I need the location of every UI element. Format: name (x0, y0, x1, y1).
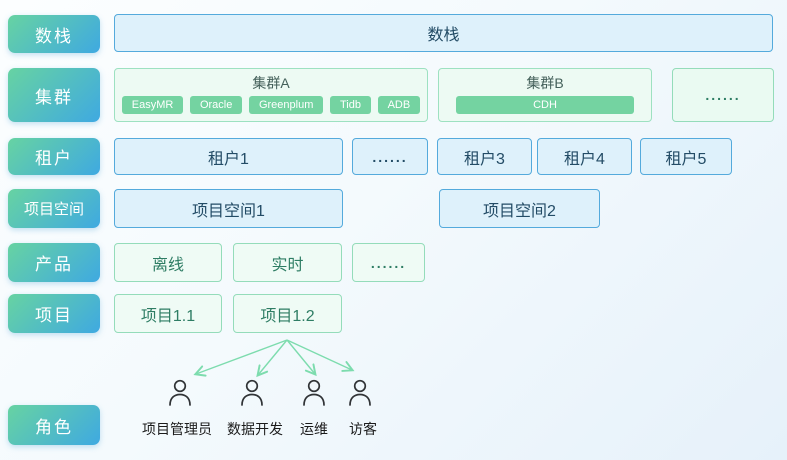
tenant-more-box: ...... (352, 138, 428, 175)
role-label-data-dev: 数据开发 (227, 421, 283, 437)
user-icon (349, 379, 371, 406)
sidebar-item-cluster: 集群 (8, 68, 100, 122)
cluster-more-box: ...... (672, 68, 774, 122)
cluster-b-box: 集群B CDH (438, 68, 652, 122)
tenant-4-box: 租户4 (537, 138, 632, 175)
product-realtime-box: 实时 (233, 243, 342, 282)
sidebar-item-role: 角色 (8, 405, 100, 445)
tenant-5-box: 租户5 (640, 138, 732, 175)
user-icon (169, 379, 191, 406)
sidebar-item-product: 产品 (8, 243, 100, 282)
cluster-b-title: 集群B (526, 75, 564, 91)
service-chip-cdh: CDH (456, 96, 634, 114)
sidebar-item-project: 项目 (8, 294, 100, 333)
product-offline-box: 离线 (114, 243, 222, 282)
user-icon (241, 379, 263, 406)
workspace-1-box: 项目空间1 (114, 189, 343, 228)
tenant-1-box: 租户1 (114, 138, 343, 175)
cluster-b-services: CDH (446, 96, 644, 114)
sidebar-item-stack: 数栈 (8, 15, 100, 53)
service-chip-adb: ADB (377, 96, 420, 114)
service-chip-greenplum: Greenplum (249, 96, 324, 114)
service-chip-tidb: Tidb (330, 96, 371, 114)
role-label-visitor: 访客 (349, 421, 377, 437)
role-label-ops: 运维 (300, 421, 328, 437)
service-chip-oracle: Oracle (190, 96, 243, 114)
stack-box: 数栈 (114, 14, 773, 52)
project-1-1-box: 项目1.1 (114, 294, 222, 333)
project-1-2-box: 项目1.2 (233, 294, 342, 333)
user-icon (303, 379, 325, 406)
cluster-a-title: 集群A (252, 75, 290, 91)
product-more-box: ...... (352, 243, 425, 282)
cluster-a-services: EasyMR Oracle Greenplum Tidb ADB (122, 96, 420, 114)
cluster-a-box: 集群A EasyMR Oracle Greenplum Tidb ADB (114, 68, 428, 122)
sidebar-item-tenant: 租户 (8, 138, 100, 175)
workspace-2-box: 项目空间2 (439, 189, 600, 228)
sidebar-item-workspace: 项目空间 (8, 189, 100, 228)
role-label-project-admin: 项目管理员 (142, 421, 212, 437)
service-chip-easymr: EasyMR (122, 96, 184, 114)
tenant-3-box: 租户3 (437, 138, 532, 175)
